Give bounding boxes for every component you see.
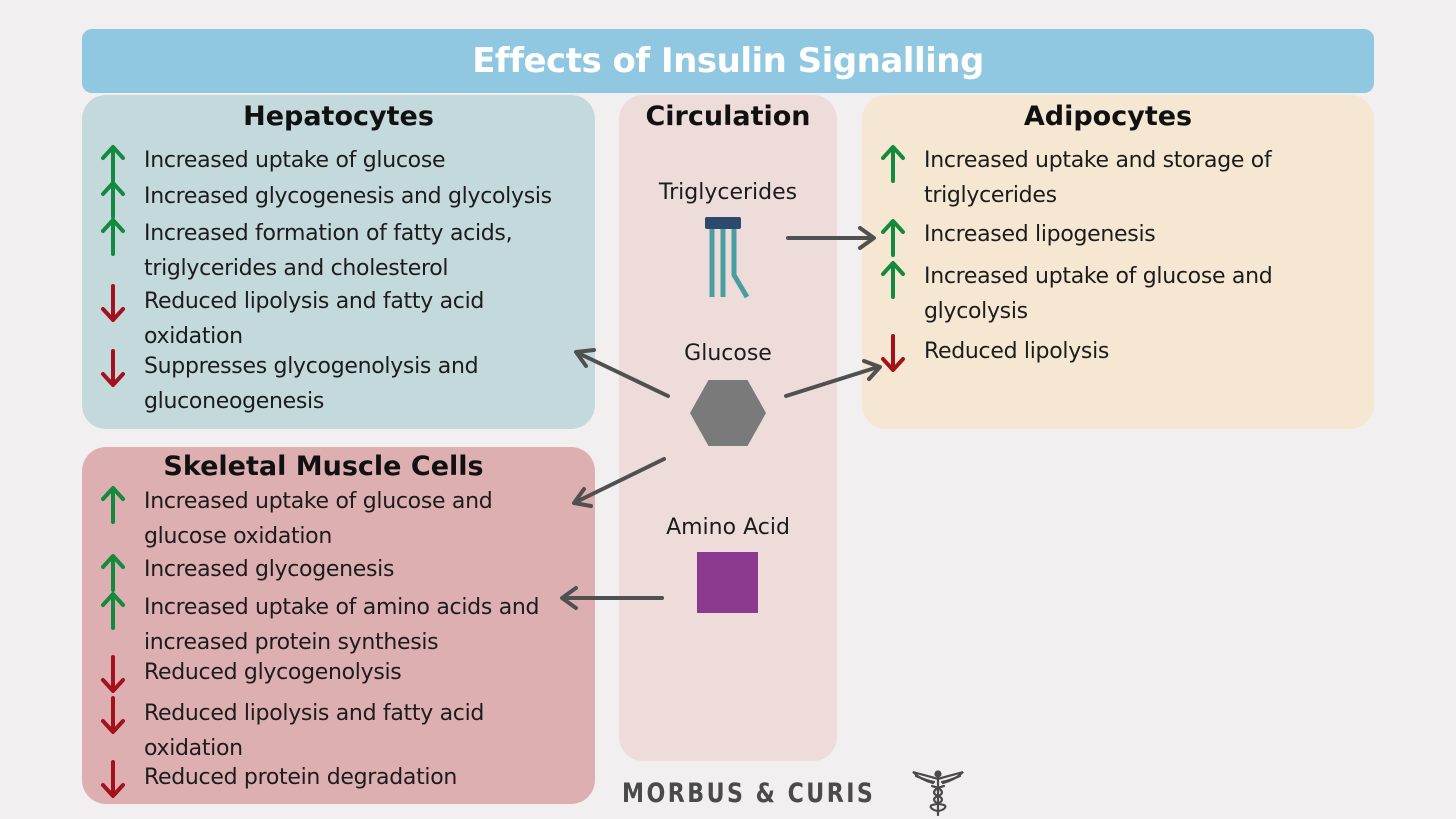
effect-item: Increased lipogenesis [862,217,1156,257]
effect-item: Increased uptake of glucose and glucose o… [82,484,493,554]
effect-item: Reduced protein degradation [82,760,457,800]
effect-item: Increased glycogenesis and glycolysis [82,179,552,219]
effect-text-line: Increased uptake of glucose and [924,264,1273,289]
effect-item: Increased uptake of amino acids and incre… [82,590,539,660]
effect-text-line: Increased uptake and storage of [924,148,1272,173]
triglycerides-to-adipocytes-arrow [786,226,876,250]
effect-item: Increased formation of fatty acids, trigl… [82,216,513,286]
up-arrow-icon [82,552,144,592]
skeletal-muscle-panel: Skeletal Muscle Cells Increased uptake o… [82,447,595,804]
effect-text-line: Increased glycogenesis [144,557,395,582]
up-arrow-icon [82,484,144,524]
effect-text-line: gluconeogenesis [144,389,325,414]
effect-text-line: Increased uptake of amino acids and [144,595,540,620]
effect-item: Increased uptake and storage of triglycer… [862,143,1272,213]
square-icon [697,552,758,613]
effect-text: Increased uptake of glucose and glucose o… [144,484,493,554]
brand-logo: MORBUS & CURIS [622,770,965,816]
up-arrow-icon [82,143,144,183]
up-arrow-icon [82,590,144,630]
effect-text: Reduced lipolysis and fatty acid oxidatio… [144,284,484,354]
effect-text: Reduced lipolysis [924,334,1109,369]
effect-text-line: increased protein synthesis [144,630,439,655]
down-arrow-icon [82,349,144,389]
down-arrow-icon [82,760,144,800]
brand-text: MORBUS & CURIS [622,777,876,809]
effect-text-line: Increased lipogenesis [924,222,1156,247]
caduceus-icon [912,770,964,816]
effect-item: Increased glycogenesis [82,552,394,592]
page-title: Effects of Insulin Signalling [472,41,984,81]
up-arrow-icon [82,179,144,219]
effect-text-line: Increased uptake of glucose and [144,489,493,514]
up-arrow-icon [82,216,144,256]
effect-item: Increased uptake of glucose [82,143,446,183]
up-arrow-icon [862,217,924,257]
effect-text: Increased formation of fatty acids, trigl… [144,216,513,286]
down-arrow-icon [82,284,144,324]
down-arrow-icon [82,696,144,736]
effect-text-line: Increased formation of fatty acids, [144,221,513,246]
effect-text-line: Increased glycogenesis and glycolysis [144,184,552,209]
effect-item: Reduced glycogenolysis [82,655,402,695]
effect-text: Increased glycogenesis and glycolysis [144,179,552,214]
adipocytes-panel: Adipocytes Increased uptake and storage … [862,95,1374,429]
effect-item: Increased uptake of glucose and glycolysi… [862,259,1273,329]
circulation-heading: Circulation [645,101,811,132]
glucose-to-adipocytes-arrow [784,359,882,398]
hepatocytes-heading: Hepatocytes [243,101,434,132]
effect-text-line: glucose oxidation [144,524,332,549]
effect-text-line: Reduced lipolysis [924,339,1110,364]
down-arrow-icon [862,334,924,374]
effect-text-line: triglycerides and cholesterol [144,256,449,281]
glucose-label: Glucose [684,341,772,366]
adipocytes-heading: Adipocytes [1023,101,1193,132]
effect-text-line: Increased uptake of glucose [144,148,446,173]
effect-item: Reduced lipolysis and fatty acid oxidatio… [82,284,484,354]
effect-text: Increased uptake of amino acids and incre… [144,590,539,660]
effect-text: Increased uptake of glucose and glycolysi… [924,259,1273,329]
effect-text-line: oxidation [144,324,243,349]
effect-text-line: Reduced lipolysis and fatty acid [144,289,485,314]
amino-acid-to-muscle-arrow [560,586,664,610]
effect-text: Reduced glycogenolysis [144,655,402,690]
effect-text: Suppresses glycogenolysis and gluconeogen… [144,349,479,419]
circulation-panel: Circulation Triglycerides Glucose Amino … [619,95,837,761]
effect-text-line: glycolysis [924,299,1028,324]
effect-text: Increased uptake of glucose [144,143,446,178]
down-arrow-icon [82,655,144,695]
triglyceride-icon [705,217,750,299]
up-arrow-icon [862,259,924,299]
effect-text: Increased glycogenesis [144,552,394,587]
glucose-to-muscle-arrow [572,457,666,508]
effect-text-line: triglycerides [924,183,1057,208]
effect-item: Suppresses glycogenolysis and gluconeogen… [82,349,479,419]
amino-acid-label: Amino Acid [666,515,790,540]
effect-text-line: Suppresses glycogenolysis and [144,354,479,379]
glucose-to-hepatocytes-arrow [574,348,670,398]
triglycerides-label: Triglycerides [658,180,798,205]
skeletal-muscle-heading: Skeletal Muscle Cells [163,451,484,482]
hexagon-icon [690,380,766,446]
effect-text-line: Reduced lipolysis and fatty acid [144,701,485,726]
effect-item: Reduced lipolysis and fatty acid oxidatio… [82,696,484,766]
up-arrow-icon [862,143,924,183]
effect-text-line: oxidation [144,736,243,761]
effect-text: Reduced lipolysis and fatty acid oxidatio… [144,696,484,766]
effect-text-line: Reduced protein degradation [144,765,458,790]
title-bar: Effects of Insulin Signalling [82,29,1374,93]
effect-text: Increased lipogenesis [924,217,1156,252]
effect-text-line: Reduced glycogenolysis [144,660,402,685]
effect-text: Increased uptake and storage of triglycer… [924,143,1272,213]
effect-item: Reduced lipolysis [862,334,1109,374]
effect-text: Reduced protein degradation [144,760,457,795]
